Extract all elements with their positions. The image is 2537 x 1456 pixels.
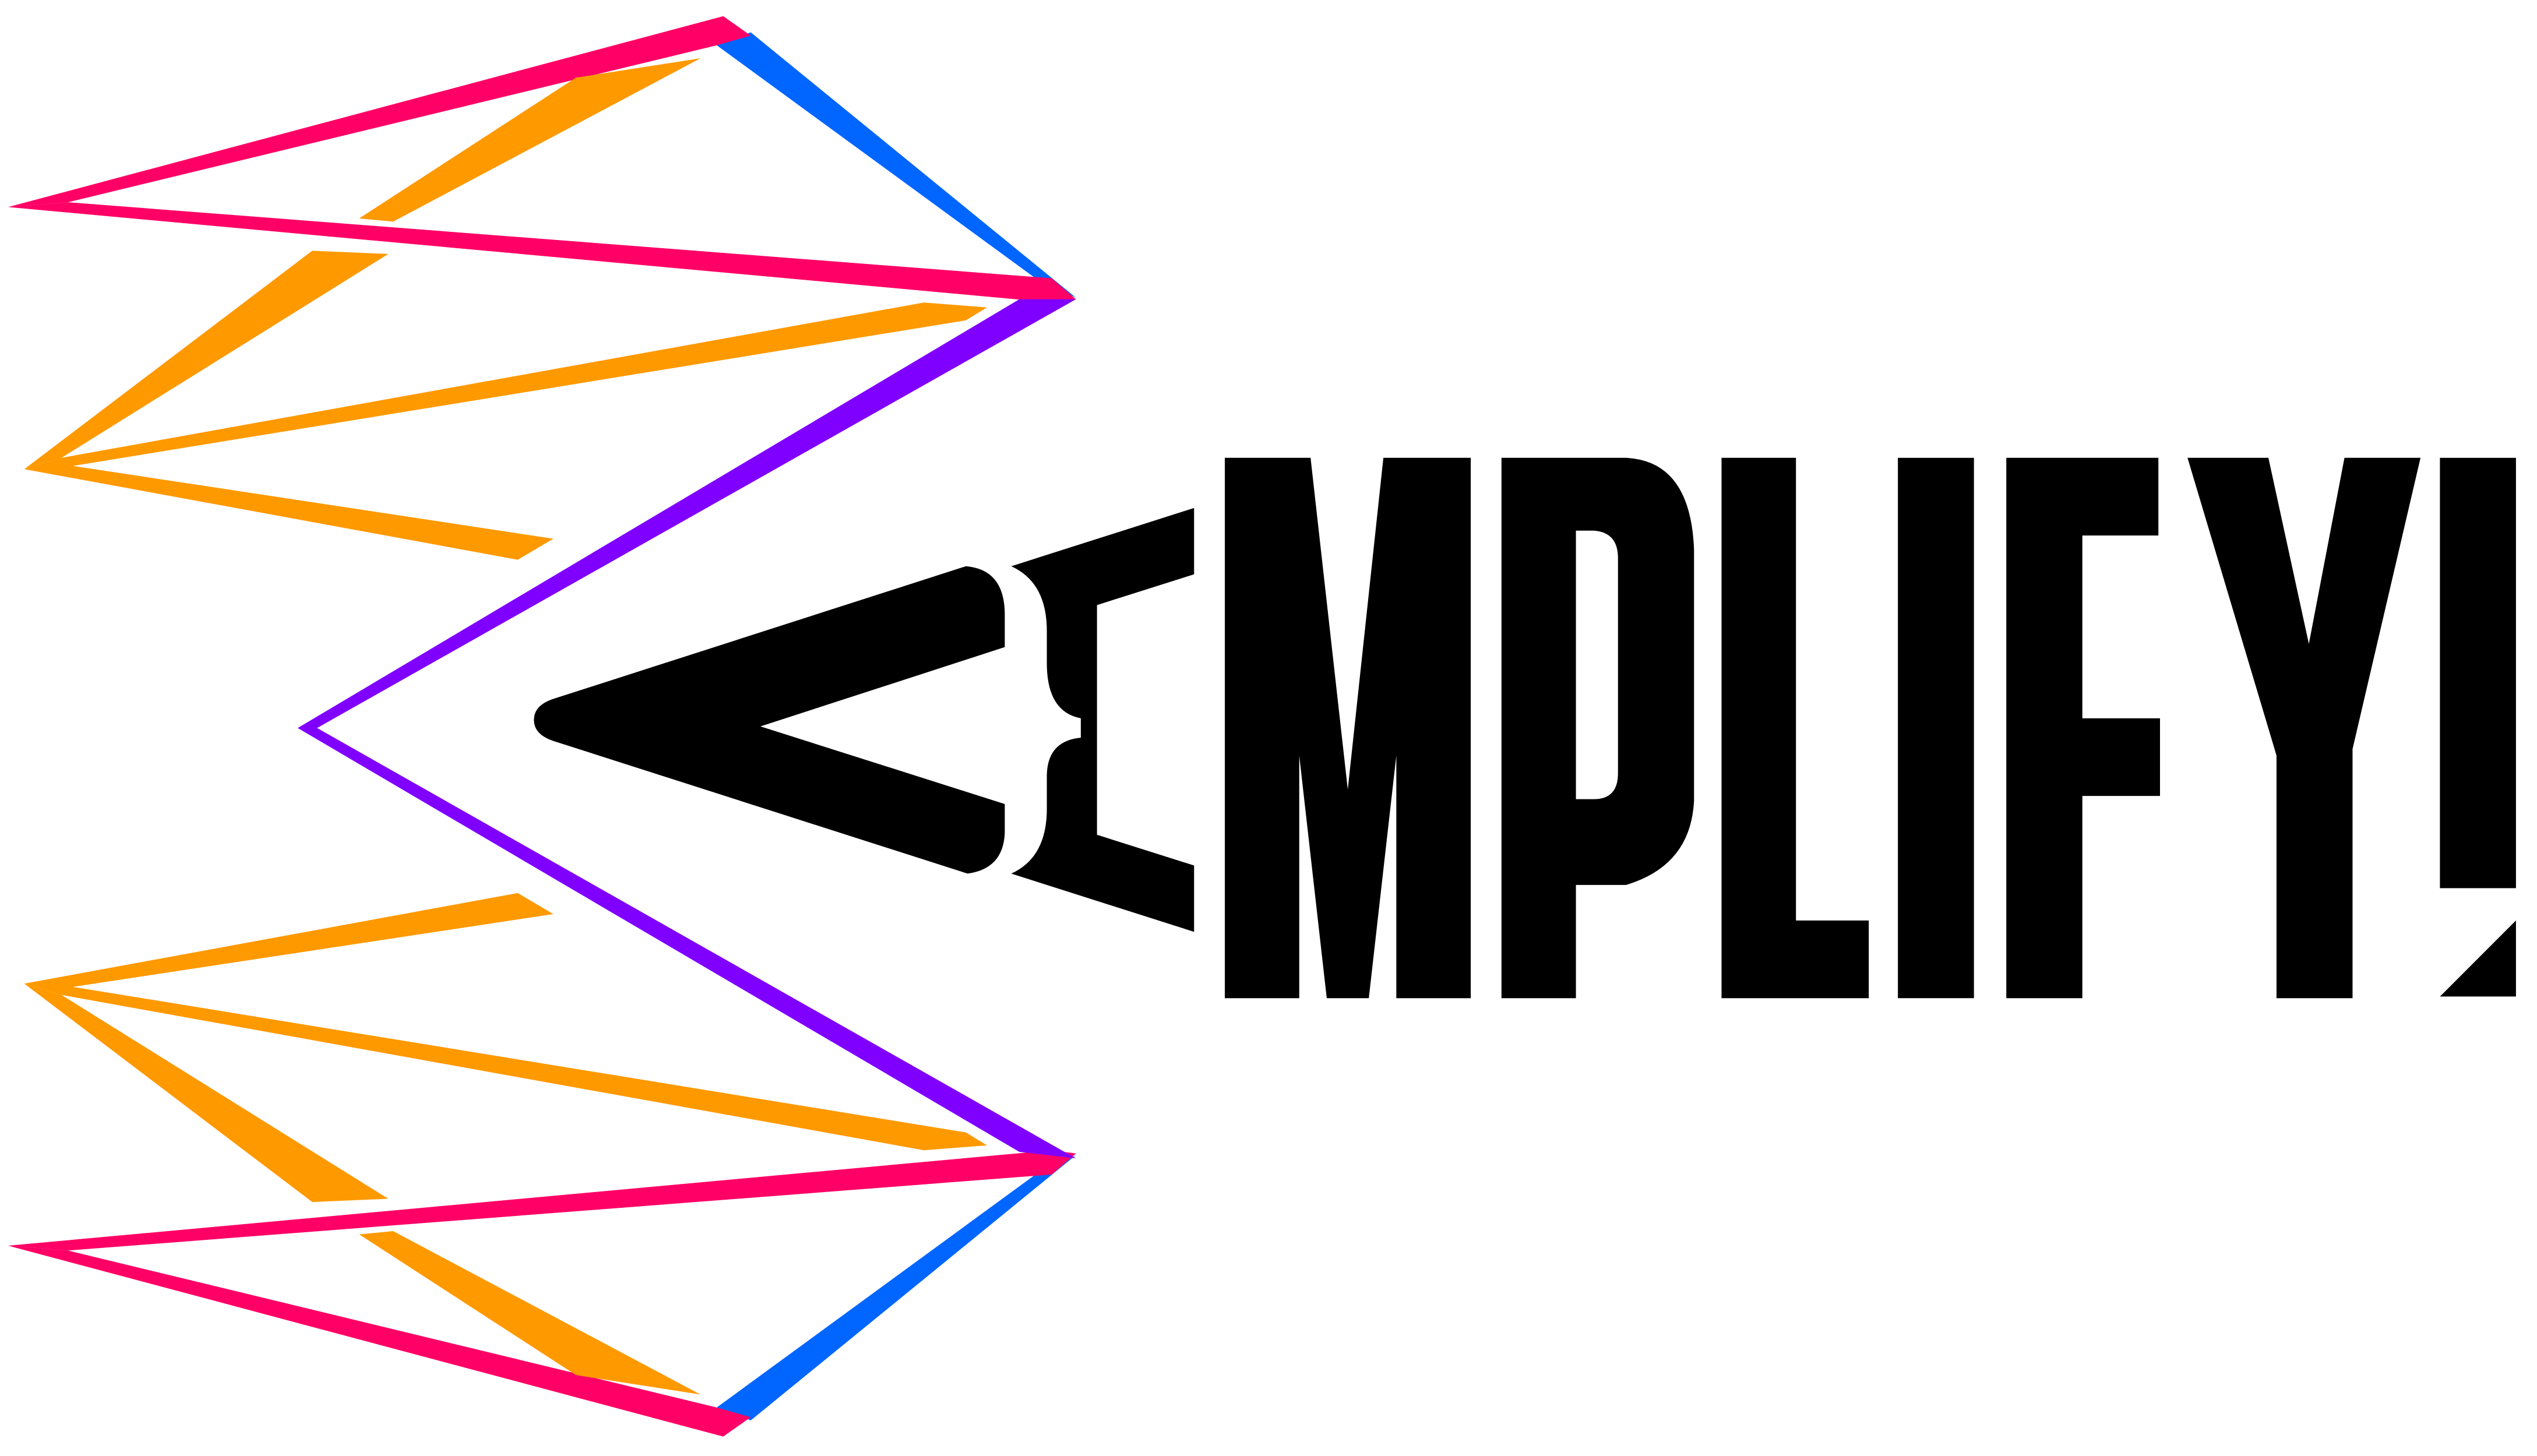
- fan-orange-long: [24, 893, 987, 1151]
- speaker-fan-graphic: [8, 16, 1076, 1437]
- letter-p: [1501, 457, 1694, 999]
- letter-f: [2006, 457, 2161, 999]
- fan-red-stroke-upper: [8, 1246, 751, 1437]
- wordmark: [534, 457, 2516, 999]
- fan-orange-long: [24, 302, 987, 560]
- fan-orange-left: [24, 251, 389, 470]
- letter-l: [1721, 457, 1869, 999]
- fan-orange-short: [359, 1231, 701, 1395]
- fan-red-stroke-lower: [8, 202, 1076, 303]
- fan-blue-stroke: [717, 32, 1076, 298]
- letter-m: [1225, 457, 1471, 999]
- fan-bottom: [8, 893, 1076, 1437]
- fan-orange-short: [359, 58, 701, 222]
- fan-orange-left: [24, 983, 389, 1203]
- fan-red-stroke-upper: [8, 16, 751, 207]
- letter-i: [1898, 457, 1974, 999]
- fan-red-stroke-lower: [8, 1150, 1076, 1251]
- exclamation-dot: [2440, 920, 2516, 997]
- letter-y: [2187, 457, 2421, 999]
- exclamation-bar: [2440, 457, 2516, 889]
- fan-top: [8, 16, 1076, 560]
- fan-blue-stroke: [717, 1155, 1076, 1420]
- letter-brace: [1011, 507, 1194, 932]
- letter-chevron: [534, 566, 1005, 874]
